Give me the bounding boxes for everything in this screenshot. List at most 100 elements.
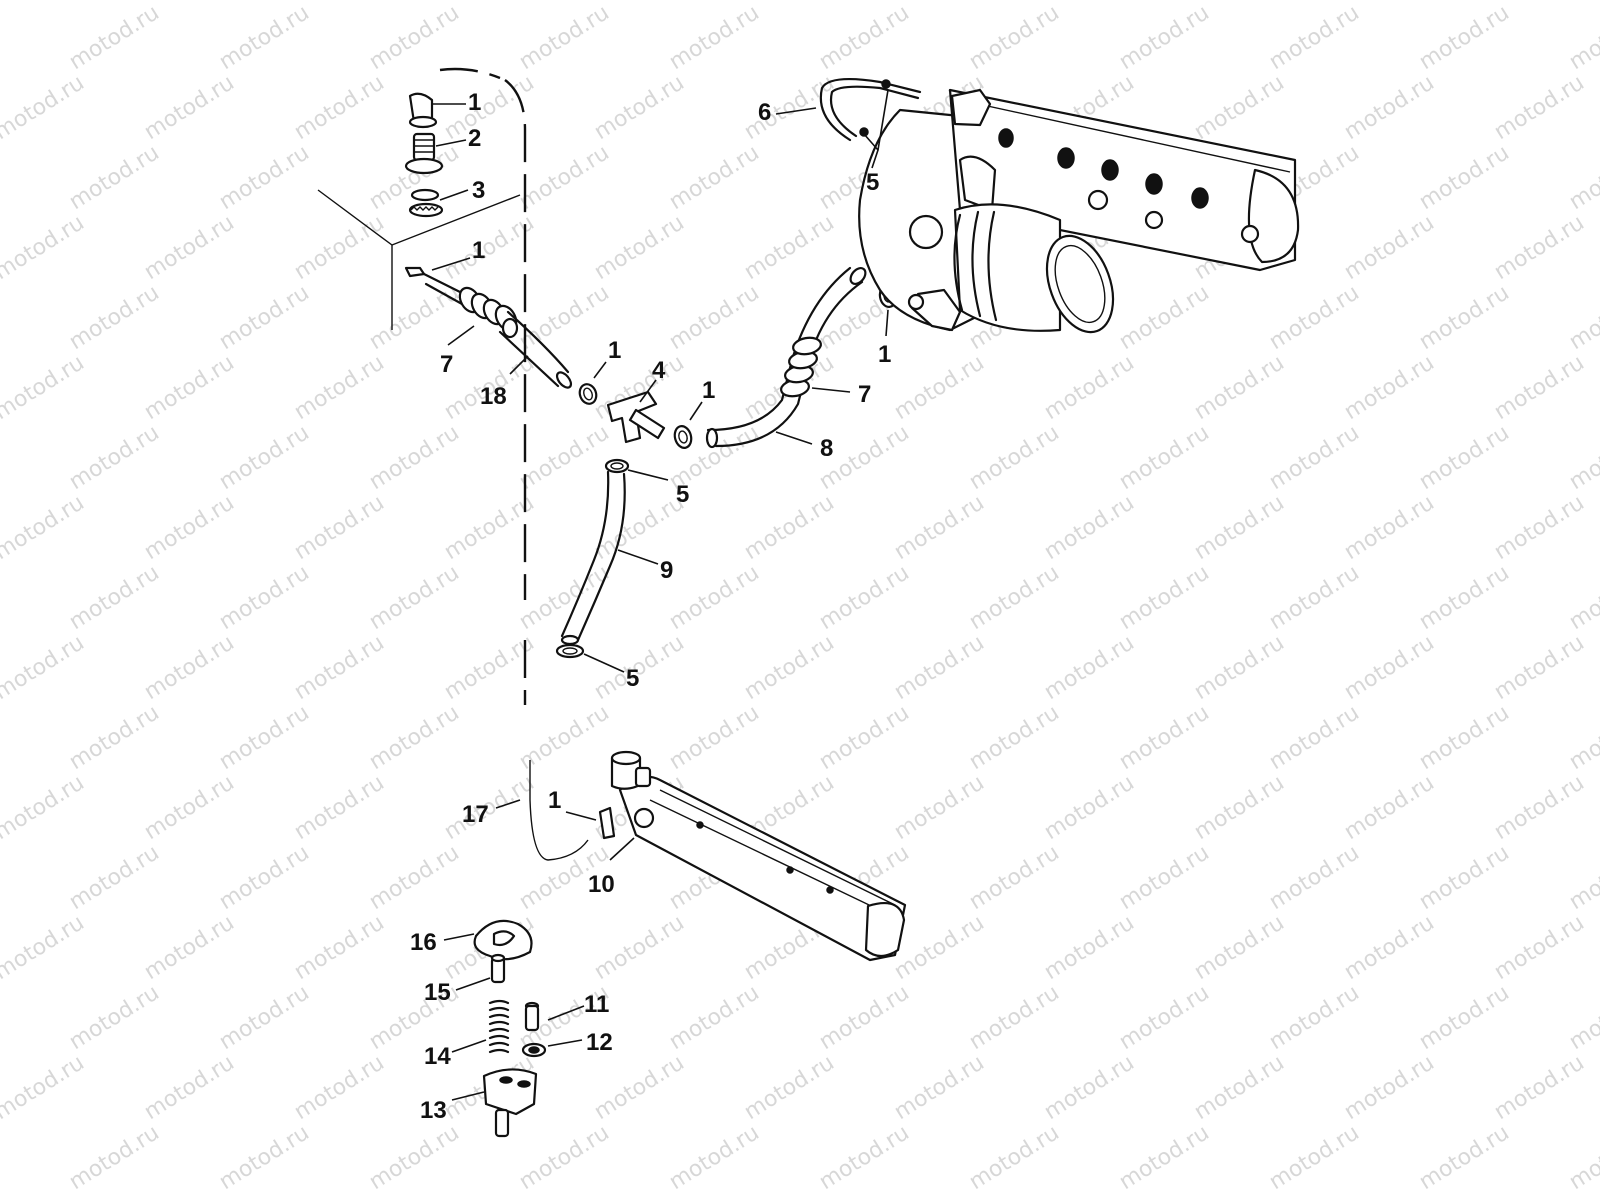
callout-4: 4 (652, 357, 666, 384)
watermark-text: motod.ru (1490, 770, 1589, 845)
watermark-text: motod.ru (1265, 700, 1364, 775)
watermark-text: motod.ru (365, 700, 464, 775)
watermark-text: motod.ru (0, 70, 89, 145)
clamp-ring-hose9-bottom (555, 643, 585, 659)
watermark-text: motod.ru (590, 70, 689, 145)
watermark-text: motod.ru (1340, 490, 1439, 565)
tee-fitting (606, 390, 666, 444)
watermark-text: motod.ru (665, 700, 764, 775)
watermark-text: motod.ru (290, 490, 389, 565)
watermark-text: motod.ru (1565, 420, 1600, 495)
watermark-text: motod.ru (440, 770, 539, 845)
watermark-text: motod.ru (1490, 630, 1589, 705)
watermark-text: motod.ru (515, 560, 614, 635)
watermark-text: motod.ru (590, 1050, 689, 1125)
watermark-text: motod.ru (1565, 0, 1600, 75)
watermark-text: motod.ru (590, 0, 689, 5)
watermark-text: motod.ru (965, 420, 1064, 495)
callout-12: 12 (586, 1029, 613, 1056)
watermark-text: motod.ru (1490, 910, 1589, 985)
watermark-text: motod.ru (965, 0, 1064, 75)
watermark-text: motod.ru (0, 770, 89, 845)
watermark-text: motod.ru (140, 210, 239, 285)
watermark-text: motod.ru (815, 1120, 914, 1195)
watermark-text: motod.ru (1415, 980, 1514, 1055)
watermark-text: motod.ru (0, 0, 89, 5)
watermark-text: motod.ru (290, 770, 389, 845)
watermark-text: motod.ru (1415, 420, 1514, 495)
watermark-text: motod.ru (215, 1120, 314, 1195)
watermark-text: motod.ru (1415, 140, 1514, 215)
fitting-15 (490, 953, 506, 984)
watermark-text: motod.ru (1265, 560, 1364, 635)
watermark-text: motod.ru (1565, 840, 1600, 915)
watermark-text: motod.ru (965, 560, 1064, 635)
watermark-text: motod.ru (890, 0, 989, 5)
watermark-text: motod.ru (890, 770, 989, 845)
watermark-text: motod.ru (515, 1120, 614, 1195)
watermark-text: motod.ru (1190, 630, 1289, 705)
watermark-text: motod.ru (1115, 840, 1214, 915)
watermark-text: motod.ru (515, 280, 614, 355)
watermark-text: motod.ru (1340, 210, 1439, 285)
watermark-text: motod.ru (1115, 0, 1214, 75)
watermark-text: motod.ru (1190, 910, 1289, 985)
lock-washer (408, 188, 444, 218)
washer-12 (521, 1042, 547, 1058)
watermark-text: motod.ru (815, 560, 914, 635)
watermark-text: motod.ru (1190, 0, 1289, 5)
watermark-text: motod.ru (65, 140, 164, 215)
watermark-text: motod.ru (215, 420, 314, 495)
watermark-text: motod.ru (1565, 980, 1600, 1055)
watermark-text: motod.ru (365, 840, 464, 915)
callout-16: 16 (410, 929, 437, 956)
callout-3: 3 (472, 177, 485, 204)
callout-5: 5 (626, 665, 639, 692)
watermark-text: motod.ru (665, 280, 764, 355)
watermark-text: motod.ru (740, 490, 839, 565)
clamp-ring-hose9-top (604, 458, 630, 474)
valve-body-13 (482, 1068, 538, 1138)
callout-8: 8 (820, 435, 833, 462)
watermark-text: motod.ru (890, 350, 989, 425)
threaded-fitting (404, 132, 444, 175)
watermark-text: motod.ru (1415, 1120, 1514, 1195)
watermark-text: motod.ru (65, 420, 164, 495)
watermark-text: motod.ru (215, 280, 314, 355)
watermark-text: motod.ru (290, 0, 389, 5)
watermark-text: motod.ru (1040, 910, 1139, 985)
watermark-text: motod.ru (1415, 280, 1514, 355)
watermark-text: motod.ru (0, 910, 89, 985)
watermark-text: motod.ru (1340, 770, 1439, 845)
watermark-text: motod.ru (1040, 350, 1139, 425)
hose-9 (560, 470, 626, 646)
watermark-text: motod.ru (1265, 980, 1364, 1055)
callout-5: 5 (676, 481, 689, 508)
lower-manifold (610, 750, 907, 962)
watermark-text: motod.ru (1340, 350, 1439, 425)
watermark-text: motod.ru (290, 1050, 389, 1125)
watermark-text: motod.ru (0, 1050, 89, 1125)
watermark-text: motod.ru (1115, 560, 1214, 635)
hose-elbow-top (408, 92, 438, 129)
callout-10: 10 (588, 871, 615, 898)
watermark-text: motod.ru (1115, 700, 1214, 775)
watermark-text: motod.ru (1565, 700, 1600, 775)
watermark-text: motod.ru (140, 350, 239, 425)
watermark-text: motod.ru (965, 980, 1064, 1055)
watermark-text: motod.ru (815, 700, 914, 775)
watermark-text: motod.ru (140, 630, 239, 705)
watermark-text: motod.ru (740, 630, 839, 705)
watermark-text: motod.ru (665, 140, 764, 215)
watermark-text: motod.ru (815, 0, 914, 75)
watermark-text: motod.ru (365, 0, 464, 75)
callout-5: 5 (866, 169, 879, 196)
watermark-text: motod.ru (65, 840, 164, 915)
watermark-text: motod.ru (1265, 0, 1364, 75)
callout-1: 1 (468, 89, 481, 116)
watermark-text: motod.ru (965, 700, 1064, 775)
watermark-text: motod.ru (515, 140, 614, 215)
watermark-text: motod.ru (140, 70, 239, 145)
watermark-text: motod.ru (665, 560, 764, 635)
